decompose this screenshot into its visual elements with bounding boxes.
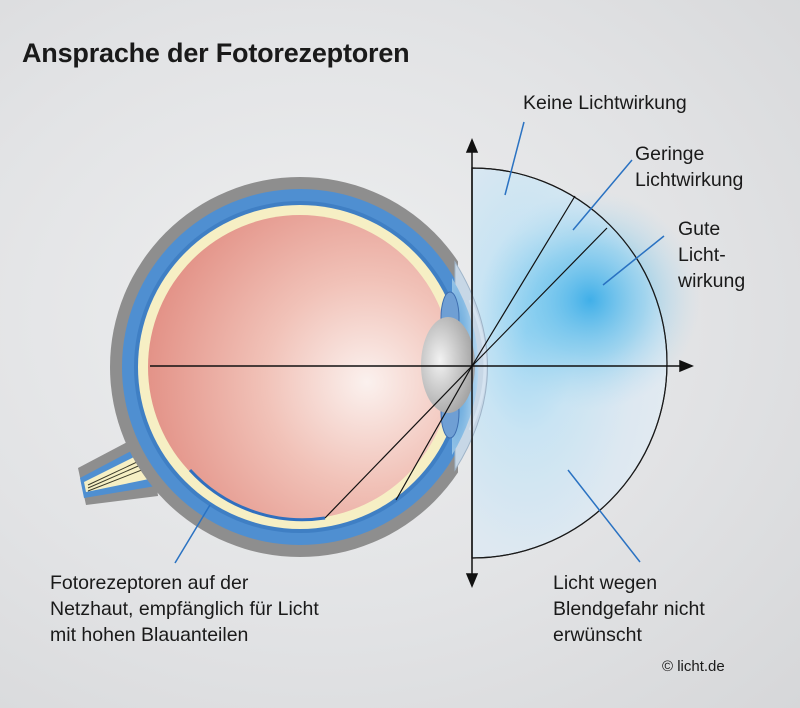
label-line: Geringe [635, 143, 705, 165]
label-line: mit hohen Blauanteilen [50, 624, 249, 646]
copyright-notice: © licht.de [662, 658, 725, 675]
label-glare: Licht wegen Blendgefahr nicht erwünscht [553, 570, 705, 648]
label-line: Licht- [678, 244, 726, 266]
eyeball [110, 177, 458, 557]
label-no-effect: Keine Lichtwirkung [523, 92, 687, 114]
label-good-effect: Gute Licht- wirkung [678, 216, 745, 294]
label-line: Netzhaut, empfänglich für Licht [50, 598, 319, 620]
label-line: Blendgefahr nicht [553, 598, 705, 620]
diagram-title: Ansprache der Fotorezeptoren [22, 38, 410, 68]
label-line: erwünscht [553, 624, 642, 646]
vitreous-body [148, 215, 452, 519]
leader-lines [174, 121, 665, 564]
label-photoreceptors: Fotorezeptoren auf der Netzhaut, empfäng… [50, 570, 319, 648]
label-line: wirkung [678, 270, 746, 292]
label-line: Gute [678, 218, 721, 240]
good-effect-zone [480, 190, 700, 410]
light-rays [324, 195, 608, 519]
lens [421, 317, 475, 413]
label-line: Lichtwirkung [635, 169, 744, 191]
axes [150, 138, 694, 588]
label-line: Fotorezeptoren auf der [50, 572, 249, 594]
label-low-effect: Geringe Lichtwirkung [635, 141, 743, 193]
retina-highlight [188, 468, 326, 522]
label-line: Licht wegen [553, 572, 658, 594]
